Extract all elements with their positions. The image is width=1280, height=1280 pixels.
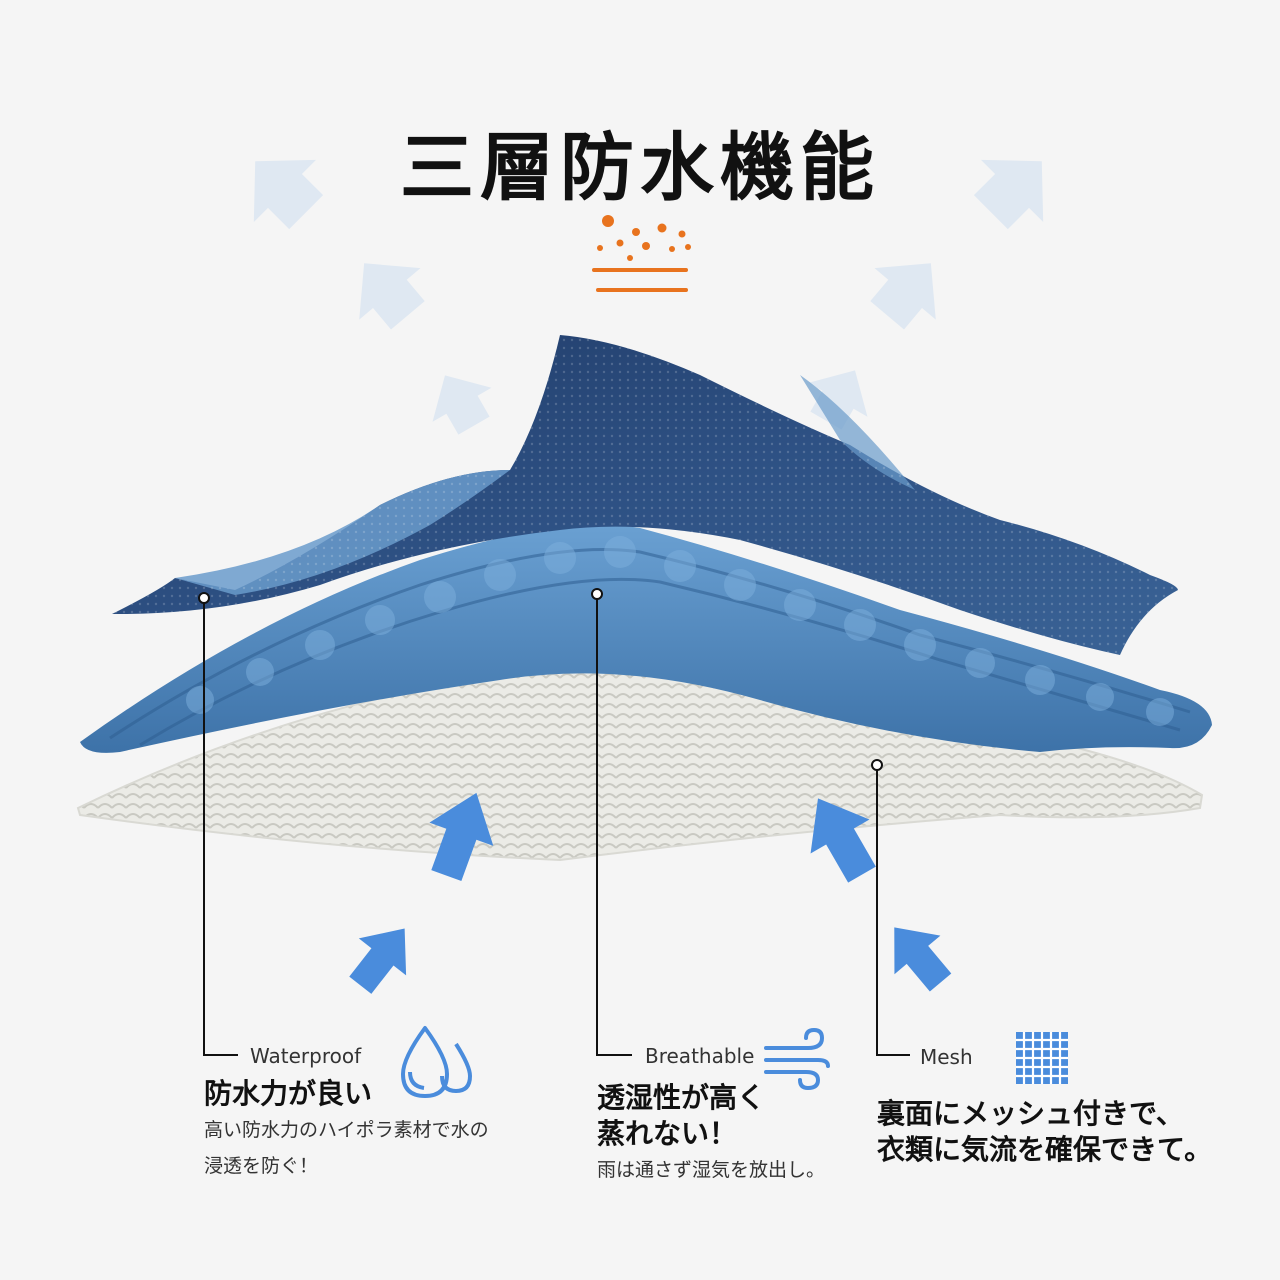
wind-icon: [764, 1027, 830, 1091]
breathable-callout-dot: [591, 588, 603, 600]
water-droplets-over-layers-icon: [592, 215, 691, 292]
light-arrow-icon: [359, 263, 425, 330]
mesh-grid-icon: [1016, 1032, 1068, 1084]
mesh-label: Mesh: [920, 1045, 973, 1069]
mesh-feature: 裏面にメッシュ付きで、 衣類に気流を確保できて。: [877, 1096, 1212, 1168]
light-arrow-icon: [253, 159, 324, 230]
waterproof-label: Waterproof: [250, 1044, 362, 1068]
breathable-layer: [80, 525, 1212, 753]
breathable-label: Breathable: [645, 1044, 755, 1068]
waterproof-feature: 防水力が良い 高い防水力のハイポラ素材で水の 浸透を防ぐ！: [204, 1076, 489, 1184]
airflow-arrow-icon: [810, 798, 876, 883]
waterproof-description-line-2: 浸透を防ぐ！: [204, 1155, 319, 1177]
waterproof-callout-dot: [198, 592, 210, 604]
mesh-callout-dot: [871, 759, 883, 771]
light-arrow-icon: [973, 159, 1044, 230]
waterproof-callout-line: [203, 598, 238, 1056]
background-arrows: [253, 159, 1044, 435]
airflow-arrow-icon: [349, 928, 407, 994]
callout-dots: [198, 588, 883, 771]
waterproof-description-line-1: 高い防水力のハイポラ素材で水の: [204, 1119, 489, 1141]
airflow-arrow-icon: [429, 792, 494, 882]
callout-lines: [203, 594, 910, 1056]
waterproof-heading: 防水力が良い: [204, 1077, 373, 1110]
light-arrow-icon: [432, 375, 492, 435]
light-arrow-icon: [870, 263, 936, 330]
mesh-callout-line: [876, 765, 910, 1056]
page-title: 三層防水機能: [400, 125, 880, 211]
breathable-heading-line-1: 透湿性が高く: [597, 1081, 766, 1114]
mesh-heading-line-1: 裏面にメッシュ付きで、: [877, 1097, 1184, 1130]
mesh-heading-line-2: 衣類に気流を確保できて。: [877, 1133, 1213, 1166]
water-drops-icon: [401, 1026, 472, 1098]
airflow-arrow-icon: [894, 927, 952, 992]
breathable-callout-line: [596, 594, 632, 1056]
waterproof-layer: [112, 335, 1178, 655]
breathable-description: 雨は通さず湿気を放出し。: [597, 1159, 826, 1181]
light-arrow-icon: [808, 370, 868, 430]
breathable-feature: 透湿性が高く 蒸れない！ 雨は通さず湿気を放出し。: [597, 1080, 825, 1188]
breathable-heading-line-2: 蒸れない！: [597, 1117, 738, 1150]
airflow-arrows: [349, 792, 952, 994]
